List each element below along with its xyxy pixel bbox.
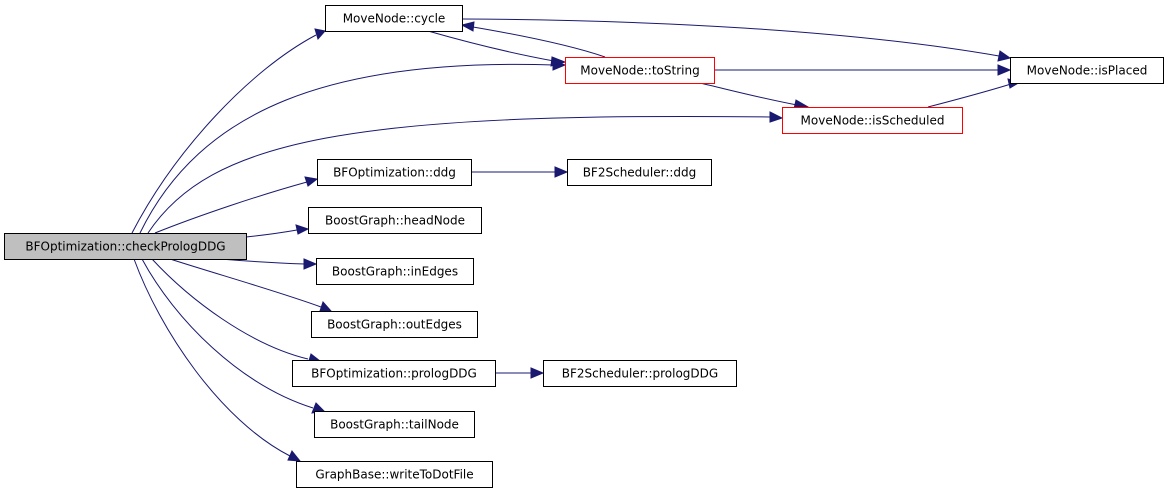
edge-cycle-to-toString [427,30,567,67]
edge-line [133,258,291,457]
node-toString[interactable]: MoveNode::toString [565,57,715,84]
arrowhead [304,176,319,187]
nodes-layer: BFOptimization::checkPrologDDG MoveNode::… [4,5,1164,488]
node-cycle[interactable]: MoveNode::cycle [325,5,463,32]
edge-line [245,229,298,238]
node-isPlaced[interactable]: MoveNode::isPlaced [1010,57,1164,84]
arrowhead [287,450,302,462]
edge-root-to-bfddg [154,176,319,234]
node-box[interactable] [565,57,715,84]
arrowhead [530,367,545,379]
edge-root-to-writeDot [133,258,302,462]
node-box[interactable] [782,107,963,134]
arrowhead [550,56,567,67]
edge-bfprolog-to-bf2prolog [495,367,545,379]
node-label: MoveNode::isScheduled [801,114,945,128]
edge-line [699,82,798,106]
node-isScheduled[interactable]: MoveNode::isScheduled [782,107,963,134]
node-inEdges[interactable]: BoostGraph::inEdges [316,258,474,285]
node-box[interactable] [567,159,712,186]
arrowhead [295,224,310,235]
arrowhead [997,50,1012,62]
edge-line [927,83,1012,108]
node-box[interactable] [4,233,247,260]
node-bf2prolog[interactable]: BF2Scheduler::prologDDG [543,360,737,387]
node-box[interactable] [543,360,737,387]
node-label: BF2Scheduler::ddg [583,166,697,180]
node-box[interactable] [292,360,496,387]
node-box[interactable] [317,159,472,186]
edge-root-to-isScheduled [147,111,784,234]
node-label: MoveNode::toString [580,64,699,78]
edge-line [139,63,555,234]
arrowhead [554,166,569,178]
node-label: BoostGraph::outEdges [327,318,462,332]
edge-cycle-to-isPlaced [461,18,1012,62]
arrowhead [314,28,326,41]
edge-line [151,258,309,360]
edge-line [147,115,772,234]
node-label: GraphBase::writeToDotFile [315,468,473,482]
node-bfddg[interactable]: BFOptimization::ddg [317,159,472,186]
edge-isScheduled-to-isPlaced [927,78,1022,108]
edge-line [461,18,1000,57]
edge-line [154,181,308,234]
node-bfprolog[interactable]: BFOptimization::prologDDG [292,360,496,387]
node-label: BFOptimization::ddg [333,166,456,180]
edge-toString-to-isScheduled [699,82,810,110]
node-label: BFOptimization::prologDDG [311,367,477,381]
node-box[interactable] [316,258,474,285]
node-outEdges[interactable]: BoostGraph::outEdges [311,311,478,338]
node-label: BFOptimization::checkPrologDDG [25,240,225,254]
node-label: BoostGraph::headNode [325,214,465,228]
edge-line [131,34,317,234]
edge-line [169,258,322,308]
edge-line [427,30,555,62]
edge-root-to-inEdges [219,258,318,270]
edge-bfddg-to-bf2ddg [471,166,569,178]
node-bf2ddg[interactable]: BF2Scheduler::ddg [567,159,712,186]
edges-layer [131,18,1022,462]
edge-line [472,26,606,58]
arrowhead [460,21,475,32]
node-box[interactable] [296,461,493,488]
edge-root-to-tailNode [141,258,326,414]
node-label: BoostGraph::tailNode [330,418,459,432]
node-box[interactable] [314,411,475,438]
node-box[interactable] [311,311,478,338]
edge-toString-to-isPlaced [714,64,1012,76]
edge-root-to-cycle [131,28,326,234]
node-box[interactable] [1010,57,1164,84]
node-root[interactable]: BFOptimization::checkPrologDDG [4,233,247,260]
arrowhead [319,301,333,312]
node-box[interactable] [308,207,482,234]
node-label: BoostGraph::inEdges [332,265,458,279]
node-tailNode[interactable]: BoostGraph::tailNode [314,411,475,438]
node-box[interactable] [325,5,463,32]
edge-root-to-headNode [245,224,310,238]
edge-toString-to-cycle [460,21,606,58]
edge-line [141,258,314,409]
node-writeDot[interactable]: GraphBase::writeToDotFile [296,461,493,488]
arrowhead [997,64,1012,76]
arrowhead [769,111,784,123]
node-headNode[interactable]: BoostGraph::headNode [308,207,482,234]
node-label: MoveNode::isPlaced [1027,64,1148,78]
node-label: BF2Scheduler::prologDDG [562,367,718,381]
node-label: MoveNode::cycle [343,12,446,26]
arrowhead [303,258,318,270]
